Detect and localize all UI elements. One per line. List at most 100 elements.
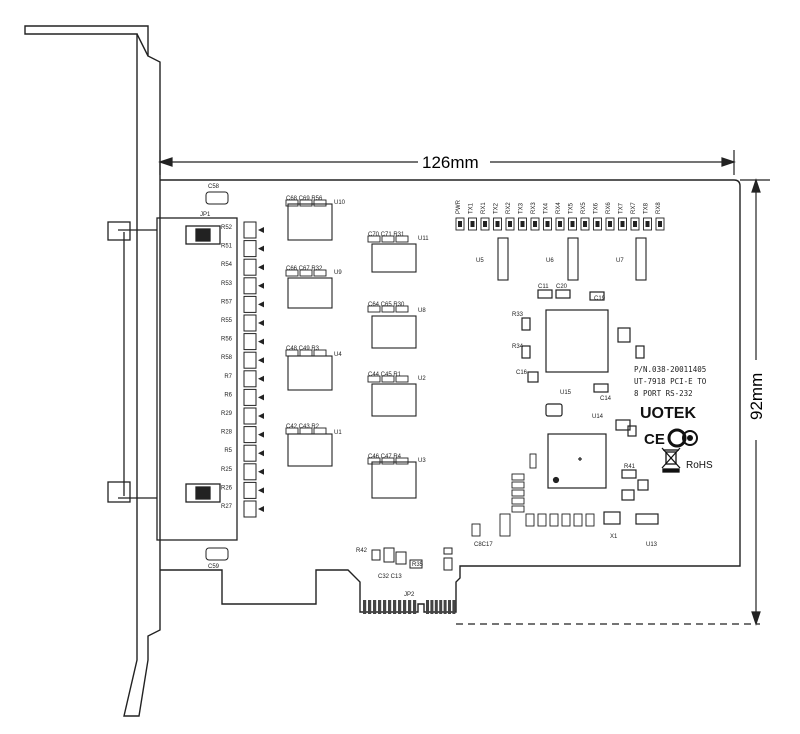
- led-pad: [455, 217, 465, 231]
- resistor-label: R25: [221, 467, 233, 473]
- resistor-pad: [243, 314, 257, 332]
- pin-marker: [258, 264, 264, 271]
- brand-logo: UOTEK: [640, 405, 696, 422]
- cap-pad: [313, 349, 327, 357]
- u8-label: U8: [418, 308, 426, 314]
- cap-pad: [285, 199, 299, 207]
- c16-label: C16: [516, 370, 528, 376]
- led-body: [620, 221, 625, 227]
- resistor-pad: [243, 481, 257, 499]
- u10-label: U10: [334, 200, 346, 206]
- led-pad: [568, 217, 577, 231]
- resistor-label: R6: [224, 392, 232, 398]
- pin-marker: [258, 394, 264, 401]
- resistor-label: R53: [221, 281, 233, 287]
- resistor-pad: [243, 407, 257, 425]
- led-body: [645, 221, 650, 227]
- led-label: TX6: [594, 202, 600, 214]
- cap-pad: [313, 269, 327, 277]
- db-connector: [107, 217, 238, 541]
- led-pad: [518, 217, 527, 231]
- led-pad: [543, 217, 552, 231]
- cap-pad: [395, 305, 409, 313]
- cap-group-4: C48 C49 R3: [286, 346, 320, 352]
- resistor-pad: [243, 388, 257, 406]
- gold-finger: [413, 600, 417, 614]
- resistor-pad: [243, 444, 257, 462]
- led-label: PWR: [456, 199, 462, 214]
- cap-pad: [313, 427, 327, 435]
- led-label: TX7: [619, 202, 625, 214]
- led-body: [533, 221, 537, 227]
- cap-pad: [381, 235, 395, 243]
- resistor-column: R52R51R54R53R57R55R56R58R7R6R29R28R5R25R…: [221, 221, 264, 518]
- led-label: RX2: [506, 202, 512, 214]
- pin-marker: [258, 282, 264, 289]
- u6-label: U6: [546, 258, 554, 264]
- led-pad: [505, 217, 515, 231]
- u3-label: U3: [418, 458, 426, 464]
- c58-outline: [205, 191, 229, 205]
- resistor-label: R28: [221, 430, 233, 436]
- gold-finger: [426, 600, 429, 614]
- u2-label: U2: [418, 376, 426, 382]
- led-body: [658, 221, 662, 227]
- led-label: TX3: [519, 202, 525, 214]
- gold-finger: [439, 600, 443, 614]
- resistor-label: R55: [221, 318, 233, 324]
- height-label: 92mm: [747, 373, 766, 420]
- c58-label: C58: [208, 184, 220, 190]
- cap-pad: [313, 199, 327, 207]
- led-body: [470, 221, 475, 227]
- led-label: RX4: [556, 202, 562, 214]
- c32c13-label: C32 C13: [378, 574, 402, 580]
- resistor-label: R58: [221, 355, 233, 361]
- cap-pad: [299, 269, 313, 277]
- u9-label: U9: [334, 270, 342, 276]
- c14-label: C14: [600, 396, 612, 402]
- jp2-label: JP2: [404, 592, 415, 598]
- led-pad: [555, 217, 565, 231]
- gold-finger: [443, 600, 447, 614]
- gold-finger: [430, 600, 434, 614]
- led-pad: [530, 217, 540, 231]
- resistor-pad: [243, 240, 257, 258]
- jp1-label: JP1: [200, 212, 211, 218]
- r33-label: R33: [512, 312, 524, 318]
- u4-label: U4: [334, 352, 342, 358]
- led-label: TX1: [469, 202, 475, 214]
- u5-label: U5: [476, 258, 484, 264]
- pcie-gold-fingers: [363, 600, 456, 614]
- c19-label: C19: [594, 296, 606, 302]
- led-pad: [480, 217, 490, 231]
- cap-rows: [285, 199, 409, 465]
- x1-label: X1: [610, 534, 618, 540]
- pin-marker: [258, 301, 264, 308]
- cap-pad: [285, 269, 299, 277]
- led-label: RX1: [481, 202, 487, 214]
- u11-label: U11: [418, 236, 429, 242]
- pin-marker: [258, 413, 264, 419]
- gold-finger: [398, 600, 402, 614]
- dimension-width: [158, 150, 736, 175]
- resistor-pad: [243, 295, 257, 313]
- led-pad: [593, 217, 602, 231]
- gold-finger: [452, 600, 456, 614]
- cap-pad: [381, 375, 395, 383]
- cap-group-11: C70 C71 R31: [368, 232, 405, 238]
- led-pad: [618, 217, 627, 231]
- gold-finger: [434, 600, 438, 614]
- u1-label: U1: [334, 430, 342, 436]
- pin-marker: [258, 431, 264, 438]
- cap-pad: [285, 349, 299, 357]
- cap-pad: [367, 235, 381, 243]
- buffer-chips: [497, 237, 647, 281]
- gold-finger: [368, 600, 372, 614]
- c8c17-label: C8C17: [474, 542, 493, 548]
- gold-finger: [448, 600, 451, 614]
- cap-pad: [395, 235, 409, 243]
- led-pad: [643, 217, 652, 231]
- resistor-label: R51: [221, 244, 233, 250]
- led-body: [495, 221, 500, 227]
